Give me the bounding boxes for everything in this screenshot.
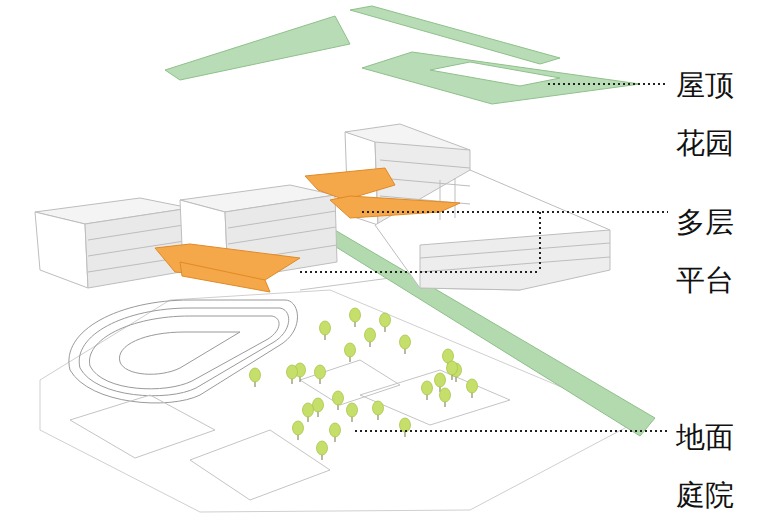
tree-crown <box>330 423 341 437</box>
callout-label: 地面 庭院 <box>676 408 742 524</box>
tree-crown <box>440 388 451 402</box>
tree-crown <box>293 421 304 435</box>
tree <box>365 328 376 347</box>
tree-crown <box>400 418 411 432</box>
tree <box>330 423 341 442</box>
tree-crown <box>435 373 446 387</box>
tree-crown <box>303 403 314 417</box>
tree-crown <box>313 398 324 412</box>
tree-crown <box>333 391 344 405</box>
tree-crown <box>350 308 361 322</box>
tree <box>320 321 331 340</box>
tree-crown <box>400 335 411 349</box>
tree-crown <box>380 313 391 327</box>
tree-crown <box>347 403 358 417</box>
tree-crown <box>287 365 298 379</box>
tree <box>317 441 328 460</box>
tree <box>347 403 358 422</box>
tree-crown <box>467 379 478 393</box>
tree-crown <box>320 321 331 335</box>
tree <box>422 381 433 400</box>
tree-crown <box>317 441 328 455</box>
tree <box>250 368 261 387</box>
ground-plane <box>40 290 640 512</box>
tree-crown <box>345 343 356 357</box>
callout-label: 屋顶 花园 <box>676 56 742 172</box>
tree <box>345 343 356 362</box>
left-building <box>35 198 192 288</box>
tree-crown <box>315 365 326 379</box>
tree <box>293 421 304 440</box>
roof-gardens <box>165 6 640 104</box>
tree <box>447 361 458 380</box>
tree <box>303 403 314 422</box>
tree-crown <box>250 368 261 382</box>
tree <box>380 313 391 332</box>
callout-label: 多层 平台 <box>676 193 742 309</box>
tree <box>287 365 298 384</box>
tree <box>313 398 324 417</box>
tree <box>400 335 411 354</box>
tree <box>400 418 411 437</box>
tree <box>350 308 361 327</box>
green-strip <box>312 226 655 436</box>
tree-crown <box>447 361 458 375</box>
running-track <box>69 300 298 403</box>
tree <box>467 379 478 398</box>
tree-crown <box>373 401 384 415</box>
tree <box>373 401 384 420</box>
platform-levels <box>155 168 460 292</box>
tree <box>333 391 344 410</box>
tree-crown <box>365 328 376 342</box>
tree-crown <box>422 381 433 395</box>
tree-group <box>250 308 478 460</box>
leader-lines <box>300 84 668 431</box>
tree <box>440 388 451 407</box>
tree <box>315 365 326 384</box>
